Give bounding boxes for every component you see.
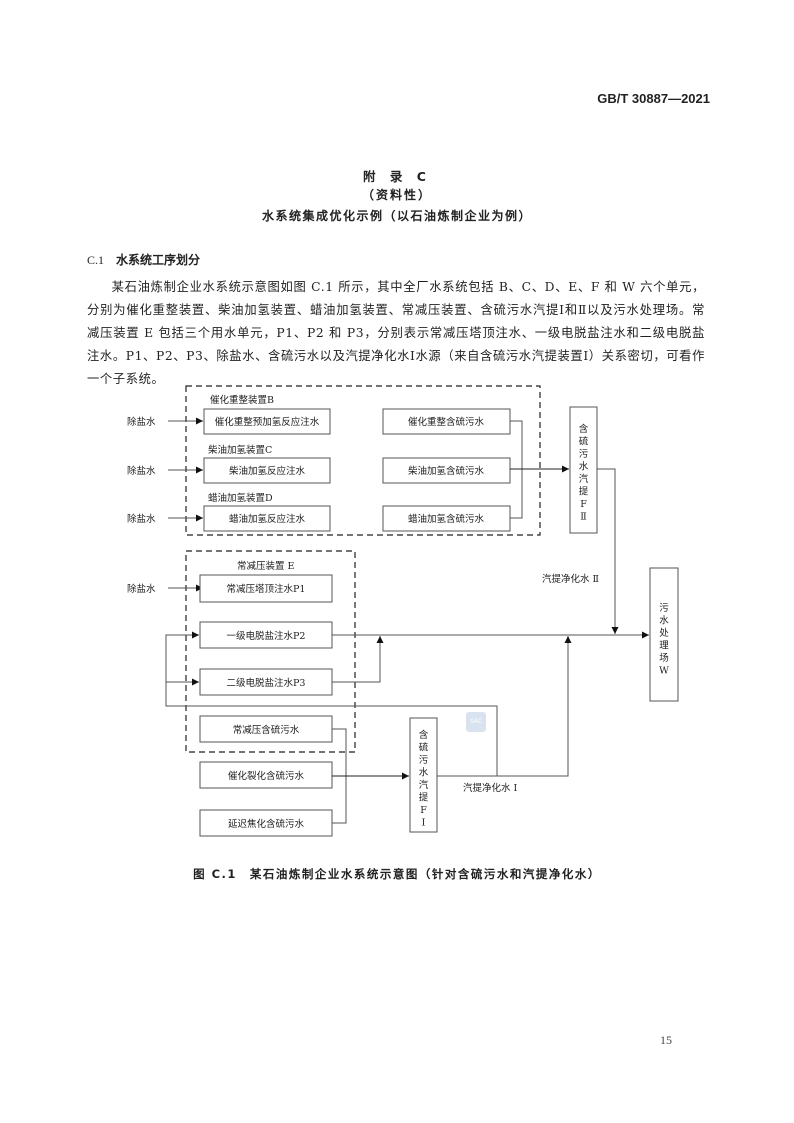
wwtp-w-char: 理 bbox=[659, 641, 669, 652]
unit-e-label: 常减压装置 E bbox=[237, 560, 295, 572]
stripper-f2-char: Ⅱ bbox=[580, 512, 586, 523]
section-heading: C.1 水系统工序划分 bbox=[87, 251, 200, 268]
stripped-water-1-label: 汽提净化水 I bbox=[463, 782, 518, 794]
box-e-sour bbox=[199, 715, 333, 743]
wwtp-w-char: 水 bbox=[659, 615, 669, 627]
figure-caption: 图 C.1 某石油炼制企业水系统示意图（针对含硫污水和汽提净化水） bbox=[193, 867, 601, 881]
stripper-f2-char: 提 bbox=[579, 486, 589, 498]
box-cat-cracking-sour-text: 催化裂化含硫污水 bbox=[228, 770, 305, 782]
box-coking-sour-text: 延迟焦化含硫污水 bbox=[228, 818, 305, 830]
box-d-inject bbox=[203, 505, 331, 532]
wwtp-w-char: 处 bbox=[659, 627, 669, 639]
stripper-f2-char: 污 bbox=[579, 448, 589, 460]
box-d-sour bbox=[382, 505, 511, 532]
stripper-f2-char: F bbox=[580, 499, 587, 510]
box-d-inject-text: 蜡油加氢反应注水 bbox=[229, 513, 306, 525]
sac-watermark: SAC bbox=[466, 712, 486, 732]
stripper-f2-char: 含 bbox=[579, 423, 589, 435]
box-p3 bbox=[199, 668, 333, 696]
wwtp-w-char: 场 bbox=[659, 653, 669, 664]
box-coking-sour bbox=[199, 809, 333, 837]
stripper-f2-char: 水 bbox=[579, 461, 589, 473]
stripper-f1-char: 硫 bbox=[419, 742, 429, 754]
wwtp-w-char: 污 bbox=[659, 602, 669, 614]
body-paragraph: 某石油炼制企业水系统示意图如图 C.1 所示，其中全厂水系统包括 B、C、D、E… bbox=[87, 280, 705, 386]
box-cat-cracking-sour bbox=[199, 761, 333, 789]
stripper-f1-char: 水 bbox=[419, 767, 429, 779]
wwtp-w-char: W bbox=[659, 666, 669, 677]
box-p1-text: 常减压塔顶注水P1 bbox=[227, 583, 306, 595]
box-wwtp-w bbox=[649, 567, 679, 702]
box-stripper-f1 bbox=[409, 717, 438, 833]
stripper-f1-char: Ⅰ bbox=[422, 818, 426, 829]
box-b-inject bbox=[203, 408, 331, 435]
box-c-sour bbox=[382, 457, 511, 484]
arrow-f2-to-main bbox=[597, 468, 619, 634]
box-b-inject-text: 催化重整预加氢反应注水 bbox=[215, 416, 320, 428]
box-p3-text: 二级电脱盐注水P3 bbox=[227, 677, 306, 689]
desalted-water-e: 除盐水 bbox=[127, 583, 156, 595]
unit-d-label: 蜡油加氢装置D bbox=[208, 492, 273, 504]
desalted-water-c: 除盐水 bbox=[127, 465, 156, 477]
section-title: 水系统工序划分 bbox=[116, 253, 201, 267]
stripper-f1-char: 污 bbox=[419, 754, 429, 766]
box-p2-text: 一级电脱盐注水P2 bbox=[227, 630, 306, 642]
recycle-to-p2 bbox=[165, 631, 498, 776]
desalted-water-d: 除盐水 bbox=[127, 513, 156, 525]
box-p1 bbox=[199, 574, 333, 603]
stripper-f2-char: 硫 bbox=[579, 436, 589, 448]
appendix-title: 水系统集成优化示例（以石油炼制企业为例） bbox=[261, 209, 532, 223]
group-e-dashed bbox=[185, 550, 356, 753]
appendix-label: 附 录 C bbox=[363, 169, 431, 184]
box-b-sour bbox=[382, 408, 511, 435]
box-c-inject-text: 柴油加氢反应注水 bbox=[229, 465, 306, 477]
stripper-f1-char: 含 bbox=[419, 729, 429, 741]
box-c-sour-text: 柴油加氢含硫污水 bbox=[408, 465, 485, 477]
group-bcd-dashed bbox=[185, 385, 541, 536]
arrow-f1-to-main bbox=[437, 636, 572, 777]
box-p2 bbox=[199, 621, 333, 649]
box-c-inject bbox=[203, 457, 331, 484]
box-d-sour-text: 蜡油加氢含硫污水 bbox=[408, 513, 485, 525]
standard-code: GB/T 30887—2021 bbox=[597, 91, 710, 106]
stripper-f2-char: 汽 bbox=[579, 473, 589, 485]
unit-c-label: 柴油加氢装置C bbox=[208, 444, 272, 456]
stripper-f1-char: 汽 bbox=[419, 779, 429, 791]
stripper-f1-char: F bbox=[420, 805, 427, 816]
stripper-f1-char: 提 bbox=[419, 792, 429, 804]
arrow-p3-to-main bbox=[332, 636, 384, 683]
box-e-sour-text: 常减压含硫污水 bbox=[233, 724, 300, 736]
box-stripper-f2 bbox=[569, 406, 598, 534]
unit-b-label: 催化重整装置B bbox=[210, 394, 274, 406]
stripped-water-2-label: 汽提净化水 Ⅱ bbox=[542, 573, 599, 585]
appendix-nature: （资料性） bbox=[361, 188, 432, 202]
box-b-sour-text: 催化重整含硫污水 bbox=[408, 416, 485, 428]
section-number: C.1 bbox=[87, 253, 105, 267]
page-number: 15 bbox=[660, 1033, 672, 1047]
desalted-water-b: 除盐水 bbox=[127, 416, 156, 428]
